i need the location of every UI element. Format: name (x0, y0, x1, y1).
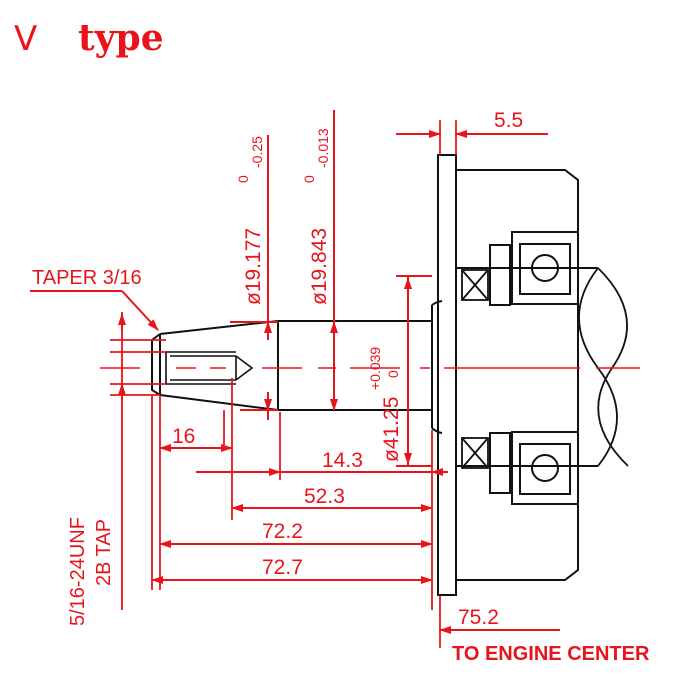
flange-plate (437, 154, 457, 596)
housing-outline (456, 169, 598, 581)
dim-75-2-label: 75.2 (458, 606, 499, 629)
crank-section (578, 267, 629, 467)
bearing-upper (489, 231, 579, 306)
shaft-outline (151, 300, 443, 434)
seal-upper (461, 269, 489, 301)
dim-d19843-sub: -0.013 (315, 128, 331, 168)
tap-label-line2: 2B TAP (93, 519, 115, 586)
dim-5-5-label: 5.5 (494, 109, 523, 132)
dim-d19843-sup: 0 (301, 175, 317, 183)
dim-d4125 (396, 275, 432, 467)
dim-16-label: 16 (172, 425, 195, 448)
dim-d19177-sub: -0.25 (249, 136, 265, 168)
dim-72-7-label: 72.7 (262, 556, 303, 579)
dim-72-2-label: 72.2 (262, 520, 303, 543)
dim-d19177-main: ø19.177 (242, 228, 265, 305)
tap-label-line1: 5/16-24UNF (67, 517, 89, 626)
bearing-lower (489, 431, 579, 505)
diagram-title: type (78, 17, 164, 59)
dim-14-3-label: 14.3 (322, 449, 363, 472)
dim-d19177 (230, 135, 278, 420)
dim-d4125-main: ø41.25 (380, 397, 403, 462)
dim-d19177-sup: 0 (235, 175, 251, 183)
dim-d4125-sup: +0.039 (367, 347, 383, 390)
dim-52-3-label: 52.3 (304, 485, 345, 508)
dim-d19843-main: ø19.843 (308, 228, 331, 305)
title-mark: V (14, 19, 37, 59)
taper-label: TAPER 3/16 (32, 267, 142, 289)
dim-d4125-sub: 0 (385, 370, 401, 378)
seal-lower (461, 437, 489, 469)
engine-center-label: TO ENGINE CENTER (452, 643, 650, 665)
tap-hole (165, 351, 254, 385)
taper-leader (30, 290, 159, 331)
